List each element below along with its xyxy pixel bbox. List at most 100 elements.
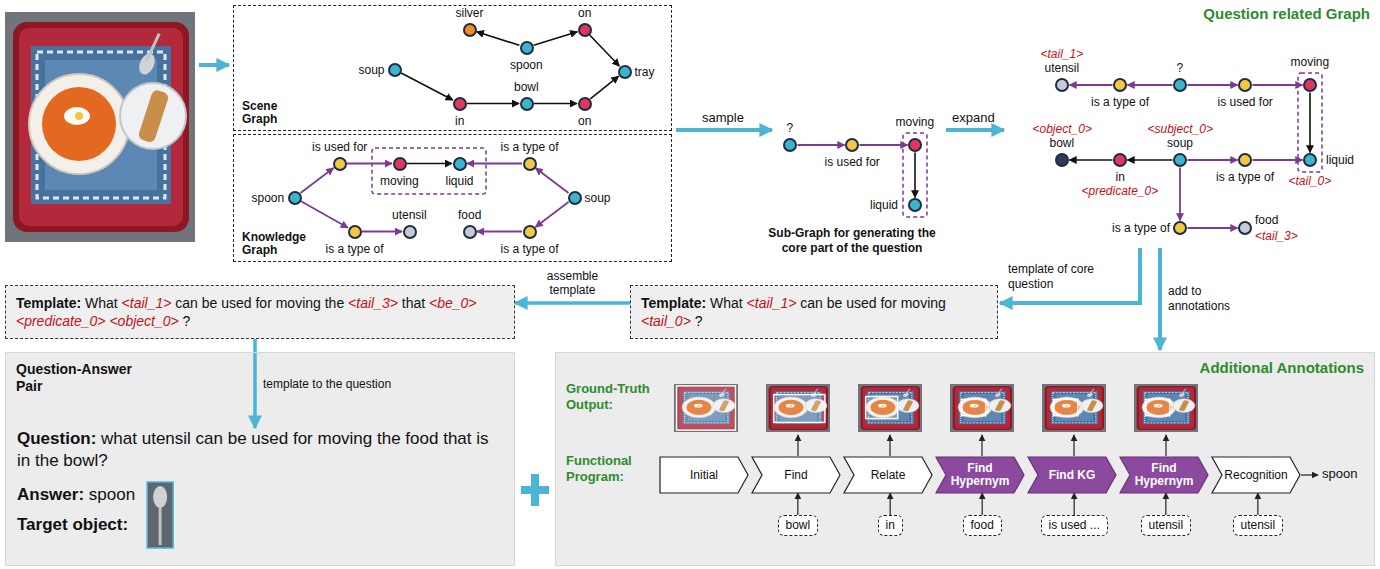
connector [1309,93,1311,153]
flow-arrow [1158,248,1162,350]
connector [300,168,333,193]
node-label: soup [585,191,611,205]
connector [347,163,392,165]
text-run: <tail_3> [1255,229,1298,243]
connector [467,103,519,105]
text-run: Initial [690,468,718,482]
text-run: What [81,295,121,311]
output-thumbnail [674,384,738,432]
text-run: can be used for moving [796,295,945,311]
result-arrow [1301,474,1318,475]
text-run: is used for [312,140,367,154]
text-run: is a type of [326,242,384,256]
text-run: <object_0> [1033,122,1092,136]
argument-label: utensil [1149,518,1184,533]
argument-label: utensil [1241,518,1276,533]
node-label: in [1116,170,1125,184]
connector [1165,493,1166,515]
highlight-box [677,386,736,430]
template-box: Template: What <tail_1> can be used for … [630,285,998,339]
node-label: ? [1177,61,1184,75]
panel-title: Scene Graph [242,100,308,126]
program-step: Find [752,457,840,493]
text-run: silver [456,6,484,20]
node-label: liquid [446,174,474,188]
program-step: Find KG [1028,457,1116,493]
text-run: Question related Graph [1203,5,1370,22]
text-run: Question-Answer Pair [16,361,132,394]
text-run: <be_0> [429,295,477,311]
graph-node: liquid [453,157,467,171]
text-run: spoon [84,485,135,504]
connector [407,163,452,165]
step-shape [844,457,932,493]
connector [1128,159,1173,161]
section-title: Question related Graph [1203,6,1370,21]
highlight-box [1146,399,1170,415]
text-run: in [886,518,895,532]
node-label: is used for [312,140,367,154]
graph-node: in<predicate_0> [1113,153,1127,167]
connector [590,35,620,66]
text-run: is a type of [1216,170,1274,184]
qa-text: Question: what utensil can be used for m… [17,428,502,472]
step-label: Find [784,469,807,482]
node-label: ? [787,121,794,135]
node-label: utensil [392,208,427,222]
graph-node: is used for [845,138,859,152]
text-run: liquid [870,198,898,212]
connector [1257,493,1258,515]
node-label: soup [359,63,385,77]
connector [534,103,577,105]
graph-node: spoon [288,191,302,205]
node-label: on [578,6,591,20]
text-run: food [1255,213,1278,227]
connector [1128,84,1173,86]
target-object-crop [147,482,173,548]
text-run: utensil [392,208,427,222]
text-run: on [578,114,591,128]
text-run: soup [1167,136,1193,150]
connector [535,168,568,193]
edge-label: template to the question [263,377,391,391]
text-run: Relate [871,468,906,482]
text-run: <tail_0> [641,313,691,329]
text-run: ? [1177,61,1184,75]
text-run: <object_0> [109,313,178,329]
node-label: moving [380,174,419,188]
node-label: <tail_0> [1289,174,1332,188]
text-run: food [458,208,481,222]
plus-sign [521,474,549,506]
connector [914,153,916,198]
node-label: liquid [870,198,898,212]
node-label: moving [896,115,935,129]
thumbnail-image [674,384,738,432]
output-arrow [889,435,890,456]
node-label: utensil [1045,61,1080,75]
connector [797,493,798,515]
graph-node: is a type of [523,225,537,239]
node-label: is used for [825,155,880,169]
output-thumbnail [858,384,922,432]
qa-text-block: Question: what utensil can be used for m… [17,428,502,536]
connector [1188,84,1238,86]
connector [1188,227,1238,229]
output-thumbnail [950,384,1014,432]
step-label: Find KG [1049,469,1096,482]
step-shape [1212,457,1300,493]
text-run: <tail_0> [1289,174,1332,188]
edge-label: assemble template [537,269,609,297]
program-argument: bowl [778,515,819,536]
graph-node: is a type of [1238,153,1252,167]
text-run: can be used for moving the [171,295,348,311]
text-run: Additional Annotations [1200,359,1364,376]
text-run: liquid [446,174,474,188]
qa-text: Target object: [17,514,502,536]
text-run: What [706,295,746,311]
text-run: <tail_1> [1041,47,1084,61]
program-step: Initial [660,457,748,493]
text-run: template to the question [263,377,391,391]
text-run: bowl [786,518,811,532]
highlight-bracket [1298,73,1322,172]
text-run: bowl [1050,136,1075,150]
